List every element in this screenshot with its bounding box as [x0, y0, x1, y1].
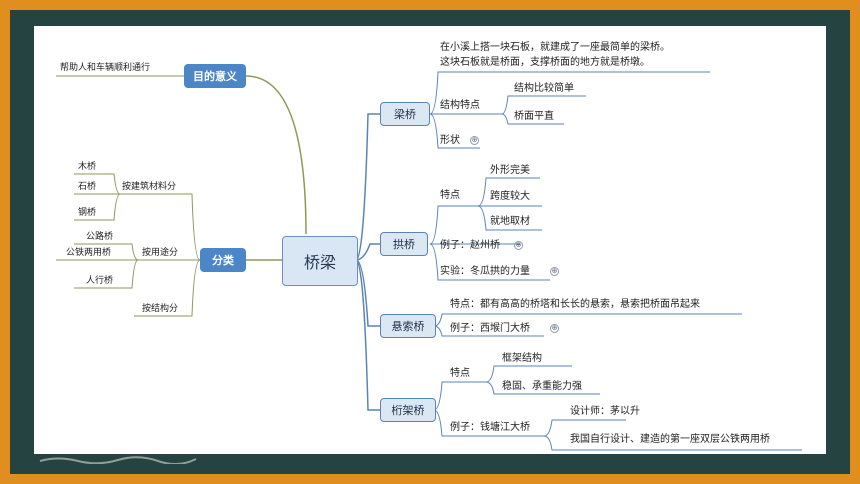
suspension-bridge-node[interactable]: 悬索桥: [380, 314, 436, 338]
truss-feature-2: 稳固、承重能力强: [502, 381, 582, 392]
beam-desc-line-1: 在小溪上搭一块石板，就建成了一座最简单的梁桥。: [440, 42, 670, 53]
truss-example: 例子：钱塘江大桥: [450, 422, 530, 433]
classify-by-material: 按建筑材料分: [122, 182, 177, 192]
connector-lines: [56, 71, 802, 451]
beam-feature-2: 桥面平直: [514, 111, 554, 122]
chalk-decoration: [39, 456, 197, 464]
truss-feature-label: 特点: [450, 368, 470, 379]
beam-desc-line-2: 这块石板就是桥面，支撑桥面的地方就是桥墩。: [440, 57, 650, 68]
use-highway: 公路桥: [86, 232, 114, 242]
arch-feature-label: 特点: [440, 190, 460, 201]
use-pedestrian: 人行桥: [86, 276, 114, 286]
expand-icon[interactable]: ⊕: [470, 136, 479, 145]
expand-icon[interactable]: ⊕: [550, 267, 559, 276]
mind-map-canvas: 桥梁 目的意义 帮助人和车辆顺利通行 分类 按建筑材料分 木桥 石桥 钢桥 按用…: [34, 26, 826, 454]
arch-feature-2: 跨度较大: [490, 191, 530, 202]
arch-feature-3: 就地取材: [490, 216, 530, 227]
expand-icon[interactable]: ⊕: [550, 324, 559, 333]
purpose-node[interactable]: 目的意义: [184, 64, 246, 88]
purpose-text: 帮助人和车辆顺利通行: [60, 63, 151, 73]
truss-note: 我国自行设计、建造的第一座双层公铁两用桥: [570, 434, 770, 445]
classify-by-structure: 按结构分: [142, 304, 179, 314]
classify-by-use: 按用途分: [142, 248, 179, 258]
arch-bridge-node[interactable]: 拱桥: [380, 232, 428, 256]
beam-feature-1: 结构比较简单: [514, 83, 574, 94]
central-topic-label: 桥梁: [303, 253, 336, 272]
truss-feature-1: 框架结构: [502, 353, 542, 364]
arch-example: 例子：赵州桥: [440, 240, 500, 251]
beam-feature-label: 结构特点: [440, 100, 480, 111]
central-topic[interactable]: 桥梁: [282, 236, 358, 286]
material-stone: 石桥: [78, 182, 97, 192]
arch-experiment: 实验：冬瓜拱的力量: [440, 266, 530, 277]
truss-bridge-node[interactable]: 桁架桥: [380, 398, 436, 422]
classify-node[interactable]: 分类: [200, 248, 246, 272]
material-wood: 木桥: [78, 162, 97, 172]
truss-designer: 设计师：茅以升: [570, 406, 640, 417]
use-rail-road: 公铁两用桥: [66, 248, 112, 258]
arch-feature-1: 外形完美: [490, 165, 530, 176]
material-steel: 钢桥: [78, 208, 97, 218]
suspension-feature: 特点：都有高高的桥塔和长长的悬索，悬索把桥面吊起来: [450, 299, 700, 310]
beam-bridge-node[interactable]: 梁桥: [380, 102, 430, 126]
suspension-example: 例子：西堠门大桥: [450, 323, 530, 334]
expand-icon[interactable]: ⊕: [514, 241, 523, 250]
beam-shape: 形状: [440, 135, 460, 146]
